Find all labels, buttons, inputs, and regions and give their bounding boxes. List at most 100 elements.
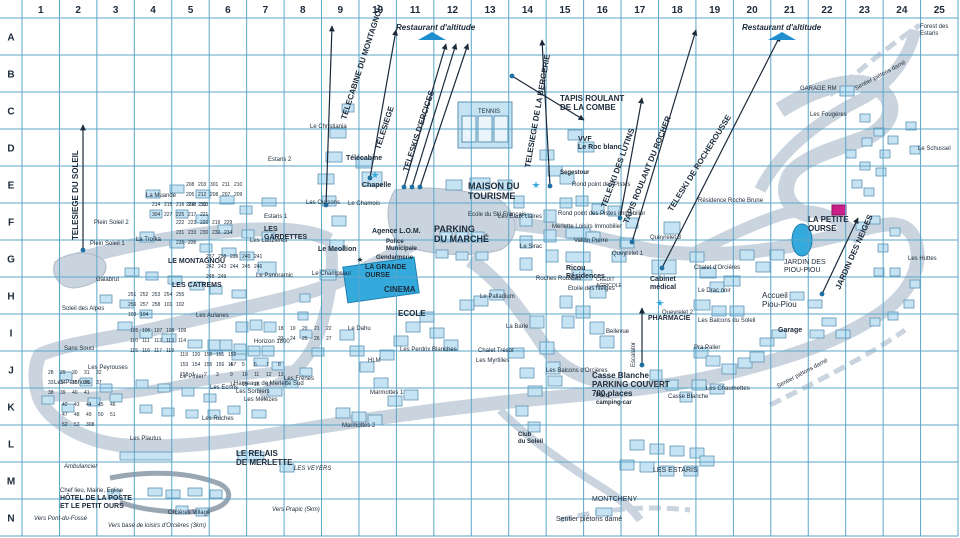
police-label: Police (386, 239, 404, 245)
building-label: Galabrut (96, 277, 119, 283)
lift-label: TELESKIS D'ERCICES (401, 89, 436, 173)
building (139, 231, 155, 243)
building (135, 379, 149, 389)
building-number: 203 (198, 182, 207, 188)
parc-camping-label: camping-car (596, 400, 632, 406)
row-label: G (7, 255, 15, 266)
column-label: 25 (934, 5, 946, 16)
building-number: 103 (128, 312, 137, 318)
building-number: 101 (164, 302, 173, 308)
building (771, 329, 787, 339)
building (607, 205, 621, 217)
building (869, 317, 881, 327)
building (515, 405, 529, 417)
building-number: 253 (152, 292, 161, 298)
chef-lieu-label: Chef lieu, Mairie, Eglise (60, 488, 124, 494)
column-label: 3 (113, 5, 119, 16)
restaurant-1-icon (418, 32, 446, 40)
building-number: 10 (242, 372, 248, 378)
building-number: 17 (266, 382, 272, 388)
building (263, 321, 277, 333)
building (185, 409, 199, 419)
building-number: 304 (152, 212, 161, 218)
building (299, 329, 313, 339)
teleski-lutins-line-station (617, 215, 623, 221)
building-label: Les Lauzières (250, 238, 287, 244)
building-number: 110 (130, 338, 138, 344)
building-number: 212 (198, 192, 207, 198)
building-number: 1 (192, 372, 195, 378)
montagnou-label: LE MONTAGNOU (168, 258, 225, 265)
building-number: 44 (86, 402, 92, 408)
building-label: Marmottes 1 (370, 390, 404, 396)
building (507, 347, 525, 359)
building (251, 409, 267, 419)
lower-road (39, 365, 301, 402)
building (221, 247, 237, 257)
building (167, 275, 183, 285)
escalator-label: Escalator (631, 342, 637, 367)
building (107, 489, 121, 499)
building (807, 299, 823, 309)
telesiege-bergerie-line-station (547, 183, 553, 189)
vers-base-label: Vers base de loisirs d'Orcières (3km) (108, 523, 206, 529)
building-number: 205 (186, 192, 195, 198)
jardin-neiges-line-station (819, 291, 825, 297)
building (723, 275, 741, 287)
telesiege-soleil-line-station (80, 247, 86, 253)
building-number: 252 (140, 292, 149, 298)
row-label: B (7, 70, 14, 81)
building (253, 357, 269, 367)
row-label: A (7, 33, 14, 44)
column-label: 13 (484, 5, 496, 16)
building-number: 50 (98, 412, 104, 418)
building-number: 248 (206, 274, 215, 280)
building-label: La Muande (146, 193, 177, 199)
building (261, 197, 277, 207)
building (217, 224, 233, 234)
building-label: Les Plautus (130, 436, 161, 442)
building-number: 237 (206, 254, 215, 260)
star-icon (357, 257, 363, 262)
teleski-rocherousse-line (661, 35, 781, 269)
building-number: 256 (128, 302, 137, 308)
building (909, 279, 921, 289)
building (403, 389, 419, 401)
lift-label: TELECABINE DU MONTAGNOU (339, 4, 385, 121)
building (545, 249, 559, 263)
building (489, 289, 505, 301)
row-label: N (7, 514, 14, 525)
forest-label: Estaris (920, 31, 938, 37)
building (169, 184, 185, 194)
building-number: 210 (234, 182, 243, 188)
building-number: 102 (176, 302, 185, 308)
garage-label: Garage (778, 327, 802, 334)
building (339, 329, 355, 341)
petite-ourse-label: OURSE (808, 224, 837, 233)
building-number: 29 (60, 370, 66, 376)
building (769, 249, 785, 261)
building (589, 321, 605, 335)
building-number: 251 (128, 292, 137, 298)
building-number: 155 (204, 362, 213, 368)
building (595, 507, 613, 517)
building-number: 106 (142, 328, 151, 334)
building-number: 43 (74, 402, 80, 408)
building (497, 179, 513, 191)
building-label: Les Aulanes (196, 313, 229, 319)
building (649, 369, 663, 381)
building-number: 104 (140, 312, 149, 318)
building-number: 255 (176, 292, 185, 298)
building-number: 12 (266, 372, 272, 378)
building-number: 2 (204, 372, 207, 378)
building-number: 109 (178, 328, 187, 334)
chapelle-label: Chapelle (362, 182, 391, 189)
building-number: 257 (140, 302, 149, 308)
building-number: 152 (228, 352, 237, 358)
building (611, 251, 627, 263)
telecabine-montagnou-line-station (323, 202, 329, 208)
jardin-pioupiou-label: JARDIN DES (784, 259, 826, 266)
building-number: 150 (204, 352, 213, 358)
